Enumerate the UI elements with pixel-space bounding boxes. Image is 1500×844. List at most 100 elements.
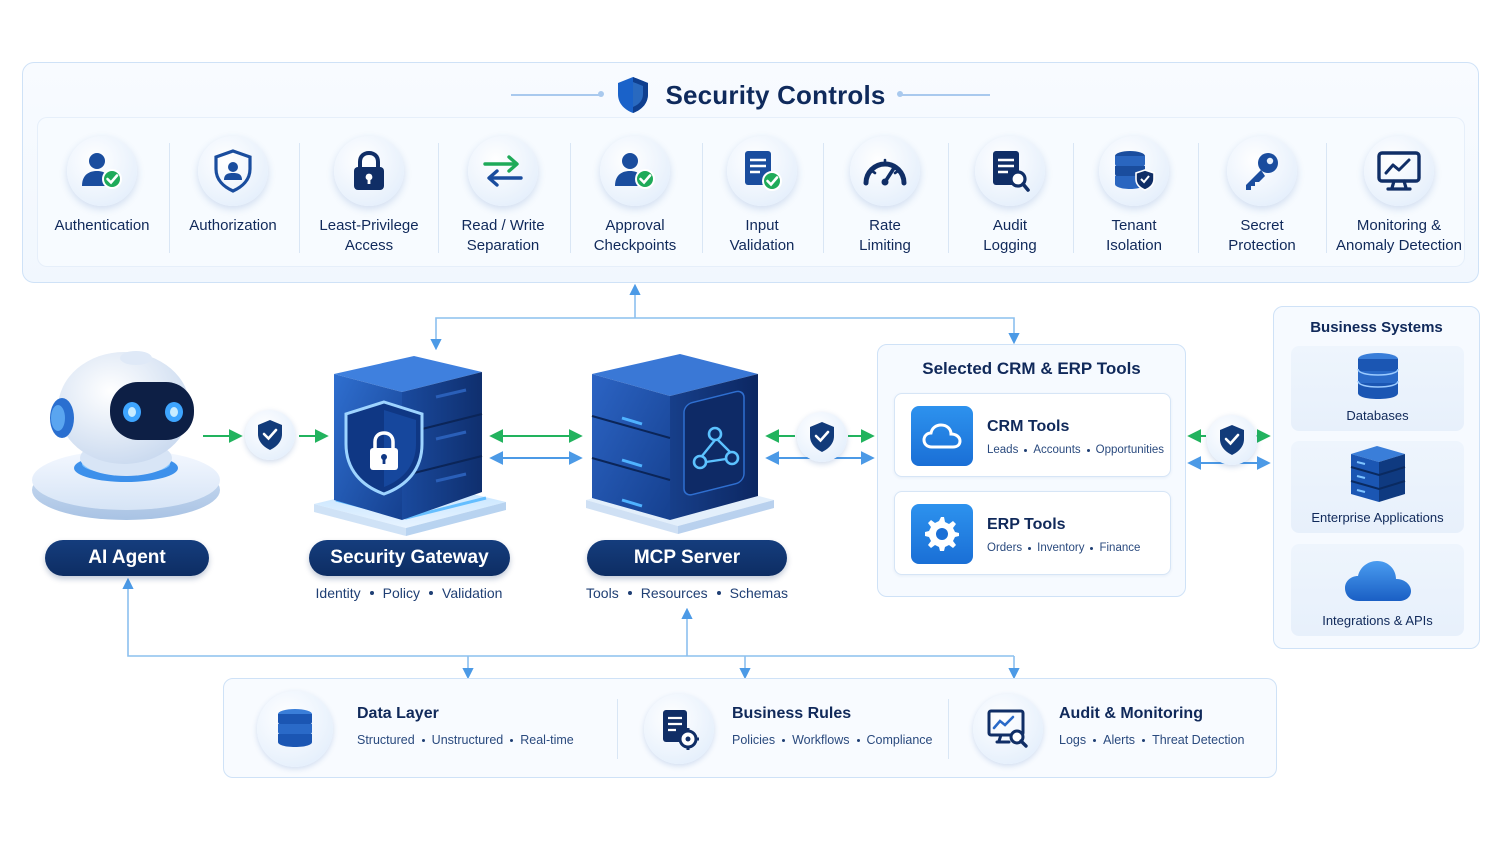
- tag-compliance: Compliance: [866, 733, 933, 747]
- bottom-item-tags: Policies Workflows Compliance: [732, 733, 933, 747]
- control-separator: [299, 143, 300, 253]
- shield-icon: [618, 77, 649, 113]
- control-separator: [1073, 143, 1074, 253]
- control-monitoring-anomaly[interactable]: Monitoring & Anomaly Detection: [1332, 136, 1466, 268]
- gear-icon: [911, 504, 973, 564]
- shield-checkpoint-2: [797, 412, 847, 462]
- mcp-server-label: MCP Server: [587, 540, 787, 576]
- tag-resources: Resources: [640, 585, 708, 601]
- speedometer-icon: [863, 158, 907, 186]
- control-separator: [1198, 143, 1199, 253]
- tag-policies: Policies: [732, 733, 776, 747]
- tag-inventory: Inventory: [1037, 542, 1085, 554]
- control-label: Authentication: [54, 217, 150, 234]
- mcp-server-tags: Tools Resources Schemas: [578, 585, 796, 601]
- shield-checkpoint-3: [1207, 415, 1257, 465]
- control-secret-protection[interactable]: Secret Protection: [1200, 136, 1324, 268]
- security-gateway-server-icon: [314, 356, 506, 536]
- erp-tools-name: ERP Tools: [987, 516, 1066, 533]
- control-separator: [948, 143, 949, 253]
- security-gateway-label: Security Gateway: [309, 540, 510, 576]
- key-icon: [1246, 153, 1278, 190]
- biz-integrations-apis[interactable]: Integrations & APIs: [1291, 544, 1464, 636]
- selected-tools-panel: Selected CRM & ERP Tools CRM Tools Leads…: [877, 344, 1186, 597]
- control-label: Secret Protection: [1228, 217, 1296, 254]
- tag-logs: Logs: [1059, 733, 1087, 747]
- control-input-validation[interactable]: Input Validation: [700, 136, 824, 268]
- title-rule-left: [511, 91, 605, 97]
- controls-link-left: [430, 317, 635, 351]
- control-separator: [1326, 143, 1327, 253]
- bottom-item-business-rules[interactable]: Business Rules Policies Workflows Compli…: [618, 679, 948, 779]
- crm-tools-tags: Leads Accounts Opportunities: [987, 444, 1164, 456]
- bottom-item-tags: Structured Unstructured Real-time: [357, 733, 574, 747]
- control-label: Tenant Isolation: [1106, 217, 1162, 254]
- erp-tools-tags: Orders Inventory Finance: [987, 542, 1140, 554]
- tag-workflows: Workflows: [792, 733, 850, 747]
- security-controls-title: Security Controls: [665, 79, 886, 110]
- tag-identity: Identity: [315, 585, 361, 601]
- swap-arrows-icon: [483, 155, 523, 187]
- control-label: Audit Logging: [983, 217, 1037, 254]
- tag-leads: Leads: [987, 444, 1019, 456]
- biz-enterprise-applications[interactable]: Enterprise Applications: [1291, 441, 1464, 533]
- control-label: Monitoring & Anomaly Detection: [1336, 217, 1462, 254]
- tag-finance: Finance: [1099, 542, 1141, 554]
- control-rate-limiting[interactable]: Rate Limiting: [823, 136, 947, 268]
- control-authentication[interactable]: Authentication: [40, 136, 164, 268]
- tag-policy: Policy: [382, 585, 421, 601]
- control-separator: [823, 143, 824, 253]
- tag-threat-detection: Threat Detection: [1152, 733, 1245, 747]
- control-label: Approval Checkpoints: [593, 217, 677, 254]
- control-authorization[interactable]: Authorization: [171, 136, 295, 268]
- security-controls-header: Security Controls: [23, 77, 1478, 113]
- control-label: Read / Write Separation: [461, 217, 545, 254]
- biz-item-label: Enterprise Applications: [1311, 510, 1444, 525]
- user-check-icon: [82, 153, 122, 189]
- control-tenant-isolation[interactable]: Tenant Isolation: [1072, 136, 1196, 268]
- control-separator: [702, 143, 703, 253]
- control-least-privilege[interactable]: Least-Privilege Access: [307, 136, 431, 268]
- cloud-icon: [911, 406, 973, 466]
- control-audit-logging[interactable]: Audit Logging: [948, 136, 1072, 268]
- crm-tools-name: CRM Tools: [987, 418, 1070, 435]
- bottom-item-data-layer[interactable]: Data Layer Structured Unstructured Real-…: [224, 679, 616, 779]
- shield-check-icon: [810, 422, 834, 452]
- tag-validation: Validation: [442, 585, 503, 601]
- database-icon: [278, 709, 312, 747]
- bottom-item-name: Data Layer: [357, 705, 439, 722]
- tag-alerts: Alerts: [1103, 733, 1136, 747]
- shield-user-icon: [214, 149, 252, 193]
- control-separator: [438, 143, 439, 253]
- bottom-separator: [617, 699, 618, 759]
- bottom-layer-panel: Data Layer Structured Unstructured Real-…: [223, 678, 1277, 778]
- monitor-search-icon: [987, 709, 1028, 748]
- business-systems-title: Business Systems: [1310, 319, 1443, 336]
- cloud-icon: [1344, 561, 1411, 601]
- control-label: Authorization: [189, 217, 277, 234]
- business-systems-panel: Business Systems Databases Enterprise Ap…: [1273, 306, 1480, 649]
- shield-check-icon: [258, 420, 282, 450]
- document-check-icon: [745, 151, 782, 191]
- control-approval-checkpoints[interactable]: Approval Checkpoints: [573, 136, 697, 268]
- tag-orders: Orders: [987, 542, 1023, 554]
- crm-tools-card[interactable]: CRM Tools Leads Accounts Opportunities: [894, 393, 1171, 477]
- title-rule-right: [896, 91, 990, 97]
- tag-accounts: Accounts: [1033, 444, 1081, 456]
- bottom-item-name: Business Rules: [732, 705, 852, 722]
- control-label: Least-Privilege Access: [319, 217, 419, 254]
- mcp-server-icon: [586, 354, 774, 534]
- erp-tools-card[interactable]: ERP Tools Orders Inventory Finance: [894, 491, 1171, 575]
- control-separator: [570, 143, 571, 253]
- padlock-icon: [354, 150, 384, 190]
- tag-tools: Tools: [586, 585, 619, 601]
- biz-databases[interactable]: Databases: [1291, 346, 1464, 431]
- shield-checkpoint-1: [245, 410, 295, 460]
- bottom-item-audit-monitoring[interactable]: Audit & Monitoring Logs Alerts Threat De…: [949, 679, 1277, 779]
- ai-agent-label: AI Agent: [45, 540, 209, 576]
- database-shield-icon: [1115, 151, 1155, 191]
- bottom-separator: [948, 699, 949, 759]
- controls-link-right: [635, 317, 1020, 345]
- shield-check-icon: [1220, 425, 1244, 455]
- control-read-write-separation[interactable]: Read / Write Separation: [441, 136, 565, 268]
